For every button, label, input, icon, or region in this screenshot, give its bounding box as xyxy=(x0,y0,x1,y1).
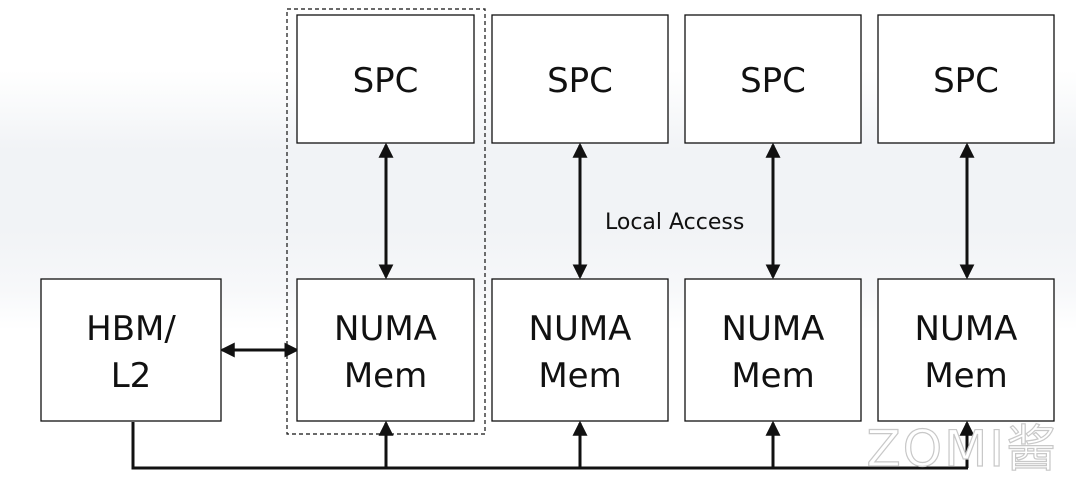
spc-label: SPC xyxy=(353,61,419,101)
numa-label-line2: Mem xyxy=(924,356,1007,396)
numa-label-line2: Mem xyxy=(344,356,427,396)
spc-box-4: SPC xyxy=(877,14,1055,144)
numa-mem-box-1: NUMA Mem xyxy=(296,278,475,422)
spc-box-3: SPC xyxy=(684,14,862,144)
numa-label-line1: NUMA xyxy=(529,309,632,349)
numa-mem-box-3: NUMA Mem xyxy=(684,278,862,422)
numa-label-line2: Mem xyxy=(538,356,621,396)
spc-box-2: SPC xyxy=(491,14,669,144)
numa-mem-box-2: NUMA Mem xyxy=(491,278,669,422)
numa-label-line2: Mem xyxy=(731,356,814,396)
numa-mem-box-4: NUMA Mem xyxy=(877,278,1055,422)
numa-label-line1: NUMA xyxy=(334,309,437,349)
spc-label: SPC xyxy=(933,61,999,101)
spc-label: SPC xyxy=(740,61,806,101)
local-access-label: Local Access xyxy=(605,210,744,235)
hbm-l2-box: HBM/ L2 xyxy=(40,278,222,422)
numa-label-line1: NUMA xyxy=(915,309,1018,349)
watermark-text: ZOMI酱 xyxy=(867,420,1059,478)
spc-label: SPC xyxy=(547,61,613,101)
hbm-label-line1: HBM/ xyxy=(86,309,176,349)
numa-label-line1: NUMA xyxy=(722,309,825,349)
hbm-label-line2: L2 xyxy=(111,356,152,396)
spc-box-1: SPC xyxy=(296,14,475,144)
